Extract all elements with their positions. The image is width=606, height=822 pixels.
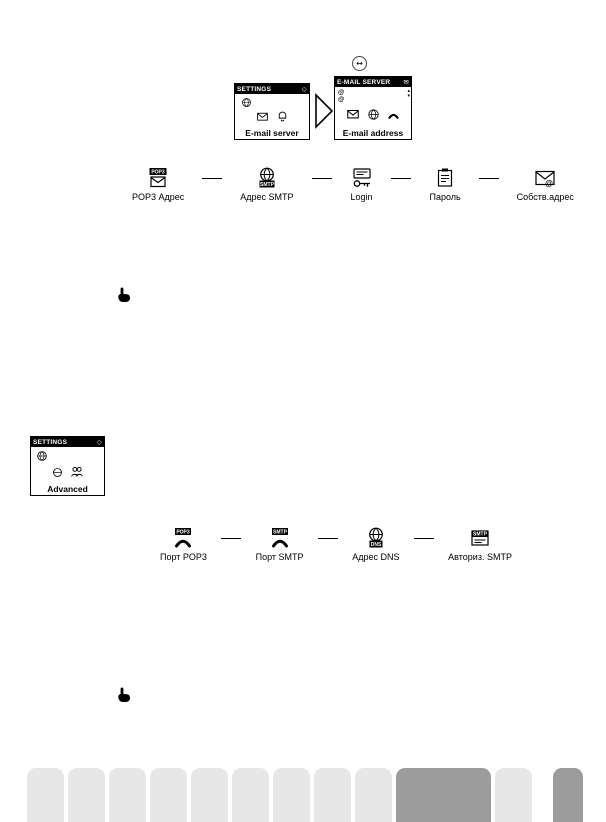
envelope-icon: ✉ (403, 78, 409, 86)
pop3-address-icon: POP3 (149, 168, 167, 188)
transition-arrow-icon (315, 93, 334, 129)
diamond-icon: ◇ (301, 85, 307, 93)
press-key-icon (118, 287, 130, 302)
at-sign-icon: @ (338, 89, 345, 96)
screen-selection-label: Advanced (47, 484, 88, 494)
flow-connector (202, 178, 223, 179)
svg-text:POP3: POP3 (177, 529, 191, 535)
screen-icon-row (335, 107, 411, 121)
flow-step-own-address: @ Собств.адрес (517, 166, 574, 202)
press-key-icon (118, 687, 130, 702)
handset-icon (388, 113, 399, 119)
screen-settings-email: SETTINGS ◇ E-mail server (234, 83, 310, 140)
people-icon (70, 466, 83, 477)
screen-title: SETTINGS (237, 85, 272, 93)
smtp-auth-icon: SMTP (471, 530, 489, 546)
flow-step-smtp-port: SMTP Порт SMTP (256, 526, 304, 562)
flow-step-label: Авториз. SMTP (448, 552, 512, 562)
flow-connector (391, 178, 412, 179)
pop3-port-icon: POP3 (175, 528, 192, 548)
flow-connector (413, 538, 434, 539)
smtp-address-icon: SMTP (259, 167, 275, 188)
svg-text:SMTP: SMTP (260, 182, 275, 188)
flow-step-label: Адрес SMTP (240, 192, 294, 202)
flow-step-dns-address: DNS Адрес DNS (352, 526, 399, 562)
svg-text:SMTP: SMTP (473, 532, 488, 538)
smtp-port-icon: SMTP (271, 528, 288, 548)
dns-address-icon: DNS (368, 527, 383, 548)
screen-icon-row (31, 465, 104, 479)
page-tab (495, 768, 532, 822)
page-tab (355, 768, 392, 822)
screen-title: SETTINGS (33, 438, 68, 446)
password-icon (437, 168, 453, 187)
email-address-icon (347, 109, 359, 119)
page-tab (191, 768, 228, 822)
screen-email-server: E-MAIL SERVER ✉ @ @ ▴ ▾ E-mail address (334, 76, 412, 140)
login-key-icon (352, 168, 371, 187)
flow-step-label: POP3 Адрес (132, 192, 185, 202)
flow-connector (317, 538, 338, 539)
page-tab (27, 768, 64, 822)
svg-text:@: @ (545, 179, 553, 188)
flow-step-smtp-auth: SMTP Авториз. SMTP (448, 526, 512, 562)
page-tab (109, 768, 146, 822)
scroll-up-icon: ▴ (407, 88, 410, 94)
diamond-icon: ◇ (96, 438, 102, 446)
flow-step-label: Адрес DNS (352, 552, 400, 562)
flow-step-password: Пароль (429, 166, 461, 202)
page-tabs (27, 768, 583, 822)
own-address-icon: @ (535, 170, 555, 188)
flow-step-pop3-address: POP3 POP3 Адрес (132, 166, 184, 202)
page-tab (396, 768, 491, 822)
globe-icon (368, 108, 379, 120)
at-sign-icon: @ (338, 96, 345, 103)
svg-text:SMTP: SMTP (273, 529, 288, 535)
flow-step-label: Пароль (429, 192, 461, 202)
flow-step-label: Собств.адрес (516, 192, 574, 202)
flow-step-pop3-port: POP3 Порт POP3 (160, 526, 207, 562)
svg-text:POP3: POP3 (151, 169, 165, 175)
nav-key-icon: ↔ (352, 56, 367, 71)
screen-icon-row (235, 110, 309, 123)
page-tab (553, 768, 583, 822)
flow-step-smtp-address: SMTP Адрес SMTP (240, 166, 294, 202)
globe-icon (242, 98, 251, 107)
scrollbar: ▴ ▾ (407, 89, 410, 99)
email-settings-flow: POP3 POP3 Адрес SMTP Адрес SMTP (132, 166, 574, 202)
page-tab (150, 768, 187, 822)
at-sign-list: @ @ (338, 89, 344, 103)
flow-connector (221, 538, 242, 539)
flow-connector (478, 178, 499, 179)
screen-titlebar: SETTINGS ◇ (235, 84, 309, 94)
page-tab (314, 768, 351, 822)
flow-step-login: Login (350, 166, 374, 202)
page-tab (273, 768, 310, 822)
flow-step-label: Порт POP3 (160, 552, 207, 562)
page-tab (68, 768, 105, 822)
bell-icon (278, 111, 286, 122)
nav-key-glyph: ↔ (356, 59, 363, 68)
flow-step-label: Порт SMTP (255, 552, 304, 562)
screen-titlebar: E-MAIL SERVER ✉ (335, 77, 411, 87)
advanced-settings-flow: POP3 Порт POP3 SMTP Порт SMTP DNS Адрес … (160, 526, 512, 562)
globe-icon (37, 451, 47, 461)
screen-title: E-MAIL SERVER (337, 78, 391, 86)
scroll-down-icon: ▾ (407, 93, 410, 99)
screen-settings-advanced: SETTINGS ◇ Advanced (30, 436, 105, 496)
flow-step-label: Login (350, 192, 373, 202)
page-tab (232, 768, 269, 822)
screen-titlebar: SETTINGS ◇ (31, 437, 104, 447)
screen-selection-label: E-mail address (342, 128, 404, 138)
envelope-icon (256, 112, 268, 121)
screen-selection-label: E-mail server (245, 128, 299, 138)
globe-icon (52, 467, 62, 477)
svg-text:DNS: DNS (371, 542, 382, 548)
flow-connector (311, 178, 332, 179)
